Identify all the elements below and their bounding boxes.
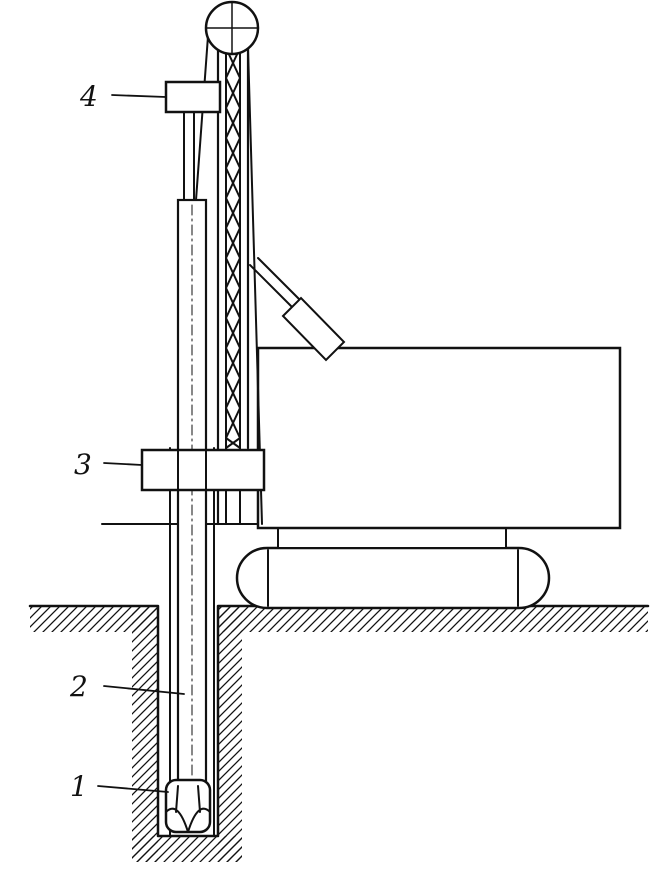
drill-bit — [164, 778, 212, 834]
track-frame — [277, 527, 507, 549]
ground-surface-line — [28, 604, 650, 838]
leader-4 — [111, 94, 167, 98]
callouts: 4 3 2 1 — [69, 80, 185, 803]
brace-rod-a — [249, 264, 293, 308]
lattice-mast — [195, 35, 263, 526]
brace-cylinder — [281, 296, 346, 362]
machine-body — [101, 346, 622, 530]
drive-head-box — [164, 80, 222, 114]
hydraulic-brace — [249, 257, 346, 362]
mast-lacing — [225, 47, 241, 449]
track-outline — [235, 546, 551, 610]
rotator-clamp — [140, 448, 266, 492]
callout-4: 4 — [79, 80, 98, 113]
mast-lacing-cross — [225, 47, 241, 449]
drill-bit-body — [164, 778, 212, 834]
crawler-track — [235, 527, 551, 610]
pit-bottom-hatch — [132, 836, 242, 862]
pit-wall-hatch-right — [218, 606, 242, 862]
drive-head — [164, 80, 222, 201]
rotator-box — [140, 448, 266, 492]
callout-1: 1 — [70, 770, 88, 803]
leader-3 — [103, 462, 143, 466]
crown-pulley — [204, 0, 260, 56]
casing-tube — [169, 447, 215, 837]
ground-hatch-right — [218, 606, 648, 632]
leader-2 — [103, 685, 185, 695]
cab-body — [256, 346, 622, 530]
mast-back-stay — [247, 47, 263, 525]
drill-bit-cones — [165, 785, 211, 833]
leader-1 — [97, 785, 169, 793]
brace-rod-b — [257, 257, 301, 301]
callout-2: 2 — [69, 670, 88, 703]
callout-3: 3 — [74, 448, 92, 481]
mast-stay-cable — [195, 35, 209, 201]
pit-wall-hatch-left — [132, 606, 158, 862]
ground-section — [28, 604, 650, 862]
